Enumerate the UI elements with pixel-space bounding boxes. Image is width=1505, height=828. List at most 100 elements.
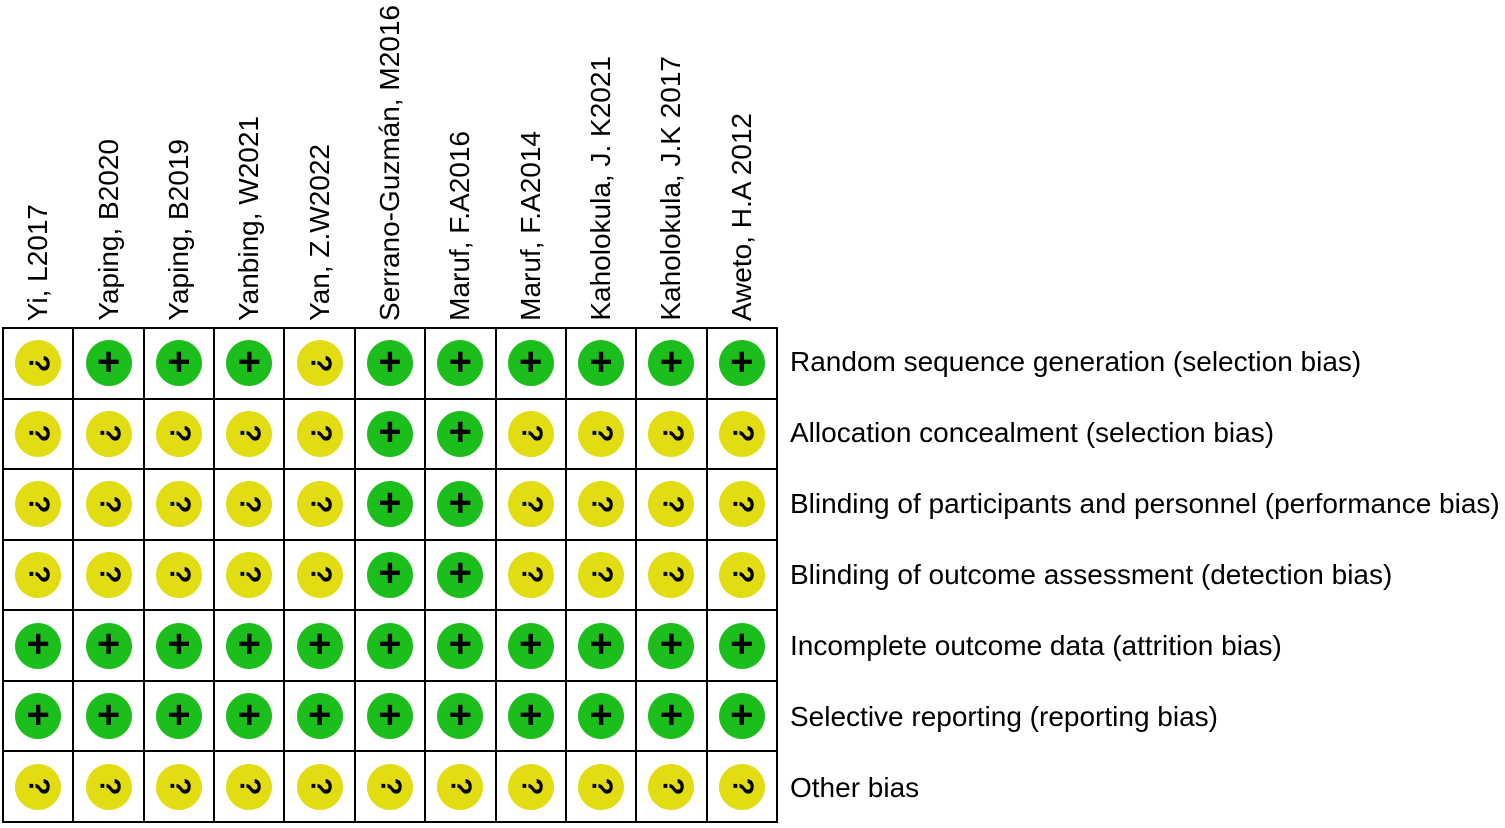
- judgement-cell: ?: [4, 399, 73, 469]
- judgement-cell: +: [426, 611, 495, 680]
- unclear-risk-icon: ?: [296, 410, 343, 457]
- judgement-cell: +: [426, 329, 495, 398]
- unclear-risk-icon: ?: [507, 410, 554, 457]
- study-column-header: Yanbing, W2021: [215, 0, 283, 327]
- low-risk-icon: +: [578, 339, 625, 387]
- low-risk-icon: +: [85, 340, 132, 387]
- judgement-cell: +: [4, 681, 73, 751]
- judgement-cell: ?: [285, 752, 354, 821]
- judgement-cell: +: [285, 681, 354, 751]
- judgement-cell: +: [355, 681, 425, 751]
- judgement-symbol: ?: [304, 495, 337, 514]
- judgement-symbol: ?: [163, 424, 196, 443]
- judgement-symbol: ?: [726, 424, 759, 443]
- judgement-symbol: +: [589, 339, 613, 384]
- judgement-cell: ?: [4, 540, 73, 610]
- judgement-cell: +: [566, 681, 636, 751]
- domain-label: Random sequence generation (selection bi…: [790, 346, 1362, 378]
- unclear-risk-icon: ?: [226, 551, 273, 598]
- judgement-cell: ?: [707, 470, 776, 539]
- judgement-cell: ?: [215, 399, 284, 469]
- unclear-risk-icon: ?: [15, 763, 62, 810]
- judgement-symbol: ?: [726, 495, 759, 514]
- judgement-symbol: ?: [726, 566, 759, 584]
- judgement-symbol: +: [378, 410, 402, 455]
- unclear-risk-icon: ?: [226, 481, 273, 528]
- unclear-risk-icon: ?: [578, 410, 625, 457]
- unclear-risk-icon: ?: [226, 763, 273, 810]
- unclear-risk-icon: ?: [648, 410, 695, 457]
- judgement-cell: +: [637, 329, 706, 398]
- judgement-cell: ?: [426, 752, 495, 821]
- judgement-cell: +: [74, 611, 143, 680]
- judgement-symbol: +: [730, 692, 754, 737]
- judgement-symbol: ?: [233, 424, 266, 443]
- low-risk-icon: +: [648, 693, 695, 740]
- judgement-symbol: +: [448, 551, 473, 596]
- judgement-symbol: +: [730, 339, 754, 384]
- judgement-cell: +: [215, 329, 284, 398]
- judgement-symbol: +: [378, 339, 402, 384]
- study-column-header: Maruf, F.A2014: [497, 0, 565, 327]
- judgement-symbol: ?: [304, 777, 337, 796]
- low-risk-icon: +: [366, 551, 413, 598]
- study-name-label: Maruf, F.A2016: [444, 131, 476, 321]
- study-name-label: Serrano-Guzmán, M2016: [373, 5, 405, 321]
- judgement-cell: +: [566, 329, 636, 398]
- judgement-symbol: ?: [233, 495, 266, 514]
- judgement-symbol: +: [378, 551, 402, 596]
- low-risk-icon: +: [85, 693, 132, 740]
- judgement-cell: +: [496, 329, 565, 398]
- judgement-symbol: ?: [93, 777, 126, 796]
- low-risk-icon: +: [366, 693, 413, 740]
- judgement-cell: ?: [144, 399, 214, 469]
- judgement-cell: ?: [637, 470, 706, 539]
- unclear-risk-icon: ?: [648, 481, 695, 528]
- judgement-symbol: +: [378, 480, 402, 525]
- judgement-cell: ?: [74, 399, 143, 469]
- judgement-symbol: ?: [374, 777, 407, 796]
- judgement-symbol: ?: [655, 777, 688, 796]
- judgement-cell: ?: [566, 399, 636, 469]
- judgement-cell: +: [426, 540, 495, 610]
- unclear-risk-icon: ?: [15, 551, 62, 598]
- study-name-label: Kaholokula, J.K 2017: [655, 56, 687, 321]
- unclear-risk-icon: ?: [155, 763, 202, 810]
- study-name-label: Aweto, H.A 2012: [725, 112, 757, 321]
- judgement-symbol: ?: [22, 495, 55, 514]
- judgement-cell: +: [566, 611, 636, 680]
- low-risk-icon: +: [437, 693, 484, 740]
- low-risk-icon: +: [366, 339, 413, 387]
- study-name-label: Yi, L2017: [22, 203, 54, 321]
- study-name-label: Yaping, B2020: [92, 139, 124, 321]
- low-risk-icon: +: [296, 692, 343, 740]
- judgement-symbol: +: [26, 622, 50, 667]
- judgement-cell: ?: [707, 399, 776, 469]
- judgement-symbol: +: [448, 410, 473, 455]
- low-risk-icon: +: [226, 340, 273, 387]
- judgement-cell: ?: [707, 752, 776, 821]
- judgement-cell: ?: [144, 470, 214, 539]
- study-column-header: Kaholokula, J.K 2017: [637, 0, 705, 327]
- low-risk-icon: +: [155, 340, 202, 387]
- domain-label: Blinding of participants and personnel (…: [790, 488, 1500, 520]
- judgement-cell: ?: [144, 752, 214, 821]
- judgement-cell: ?: [74, 540, 143, 610]
- judgement-cell: ?: [566, 540, 636, 610]
- judgement-symbol: +: [307, 692, 332, 737]
- study-name-label: Maruf, F.A2014: [514, 131, 546, 321]
- study-name-label: Yanbing, W2021: [233, 116, 265, 321]
- judgement-symbol: ?: [515, 566, 548, 584]
- judgement-symbol: ?: [585, 566, 618, 584]
- low-risk-icon: +: [296, 622, 343, 669]
- judgement-symbol: +: [26, 692, 50, 737]
- judgement-cell: ?: [215, 540, 284, 610]
- judgement-cell: +: [707, 681, 776, 751]
- judgement-symbol: +: [307, 622, 332, 667]
- study-column-header: Yi, L2017: [4, 0, 72, 327]
- judgement-cell: +: [426, 681, 495, 751]
- unclear-risk-icon: ?: [155, 551, 202, 598]
- judgement-cell: +: [355, 329, 425, 398]
